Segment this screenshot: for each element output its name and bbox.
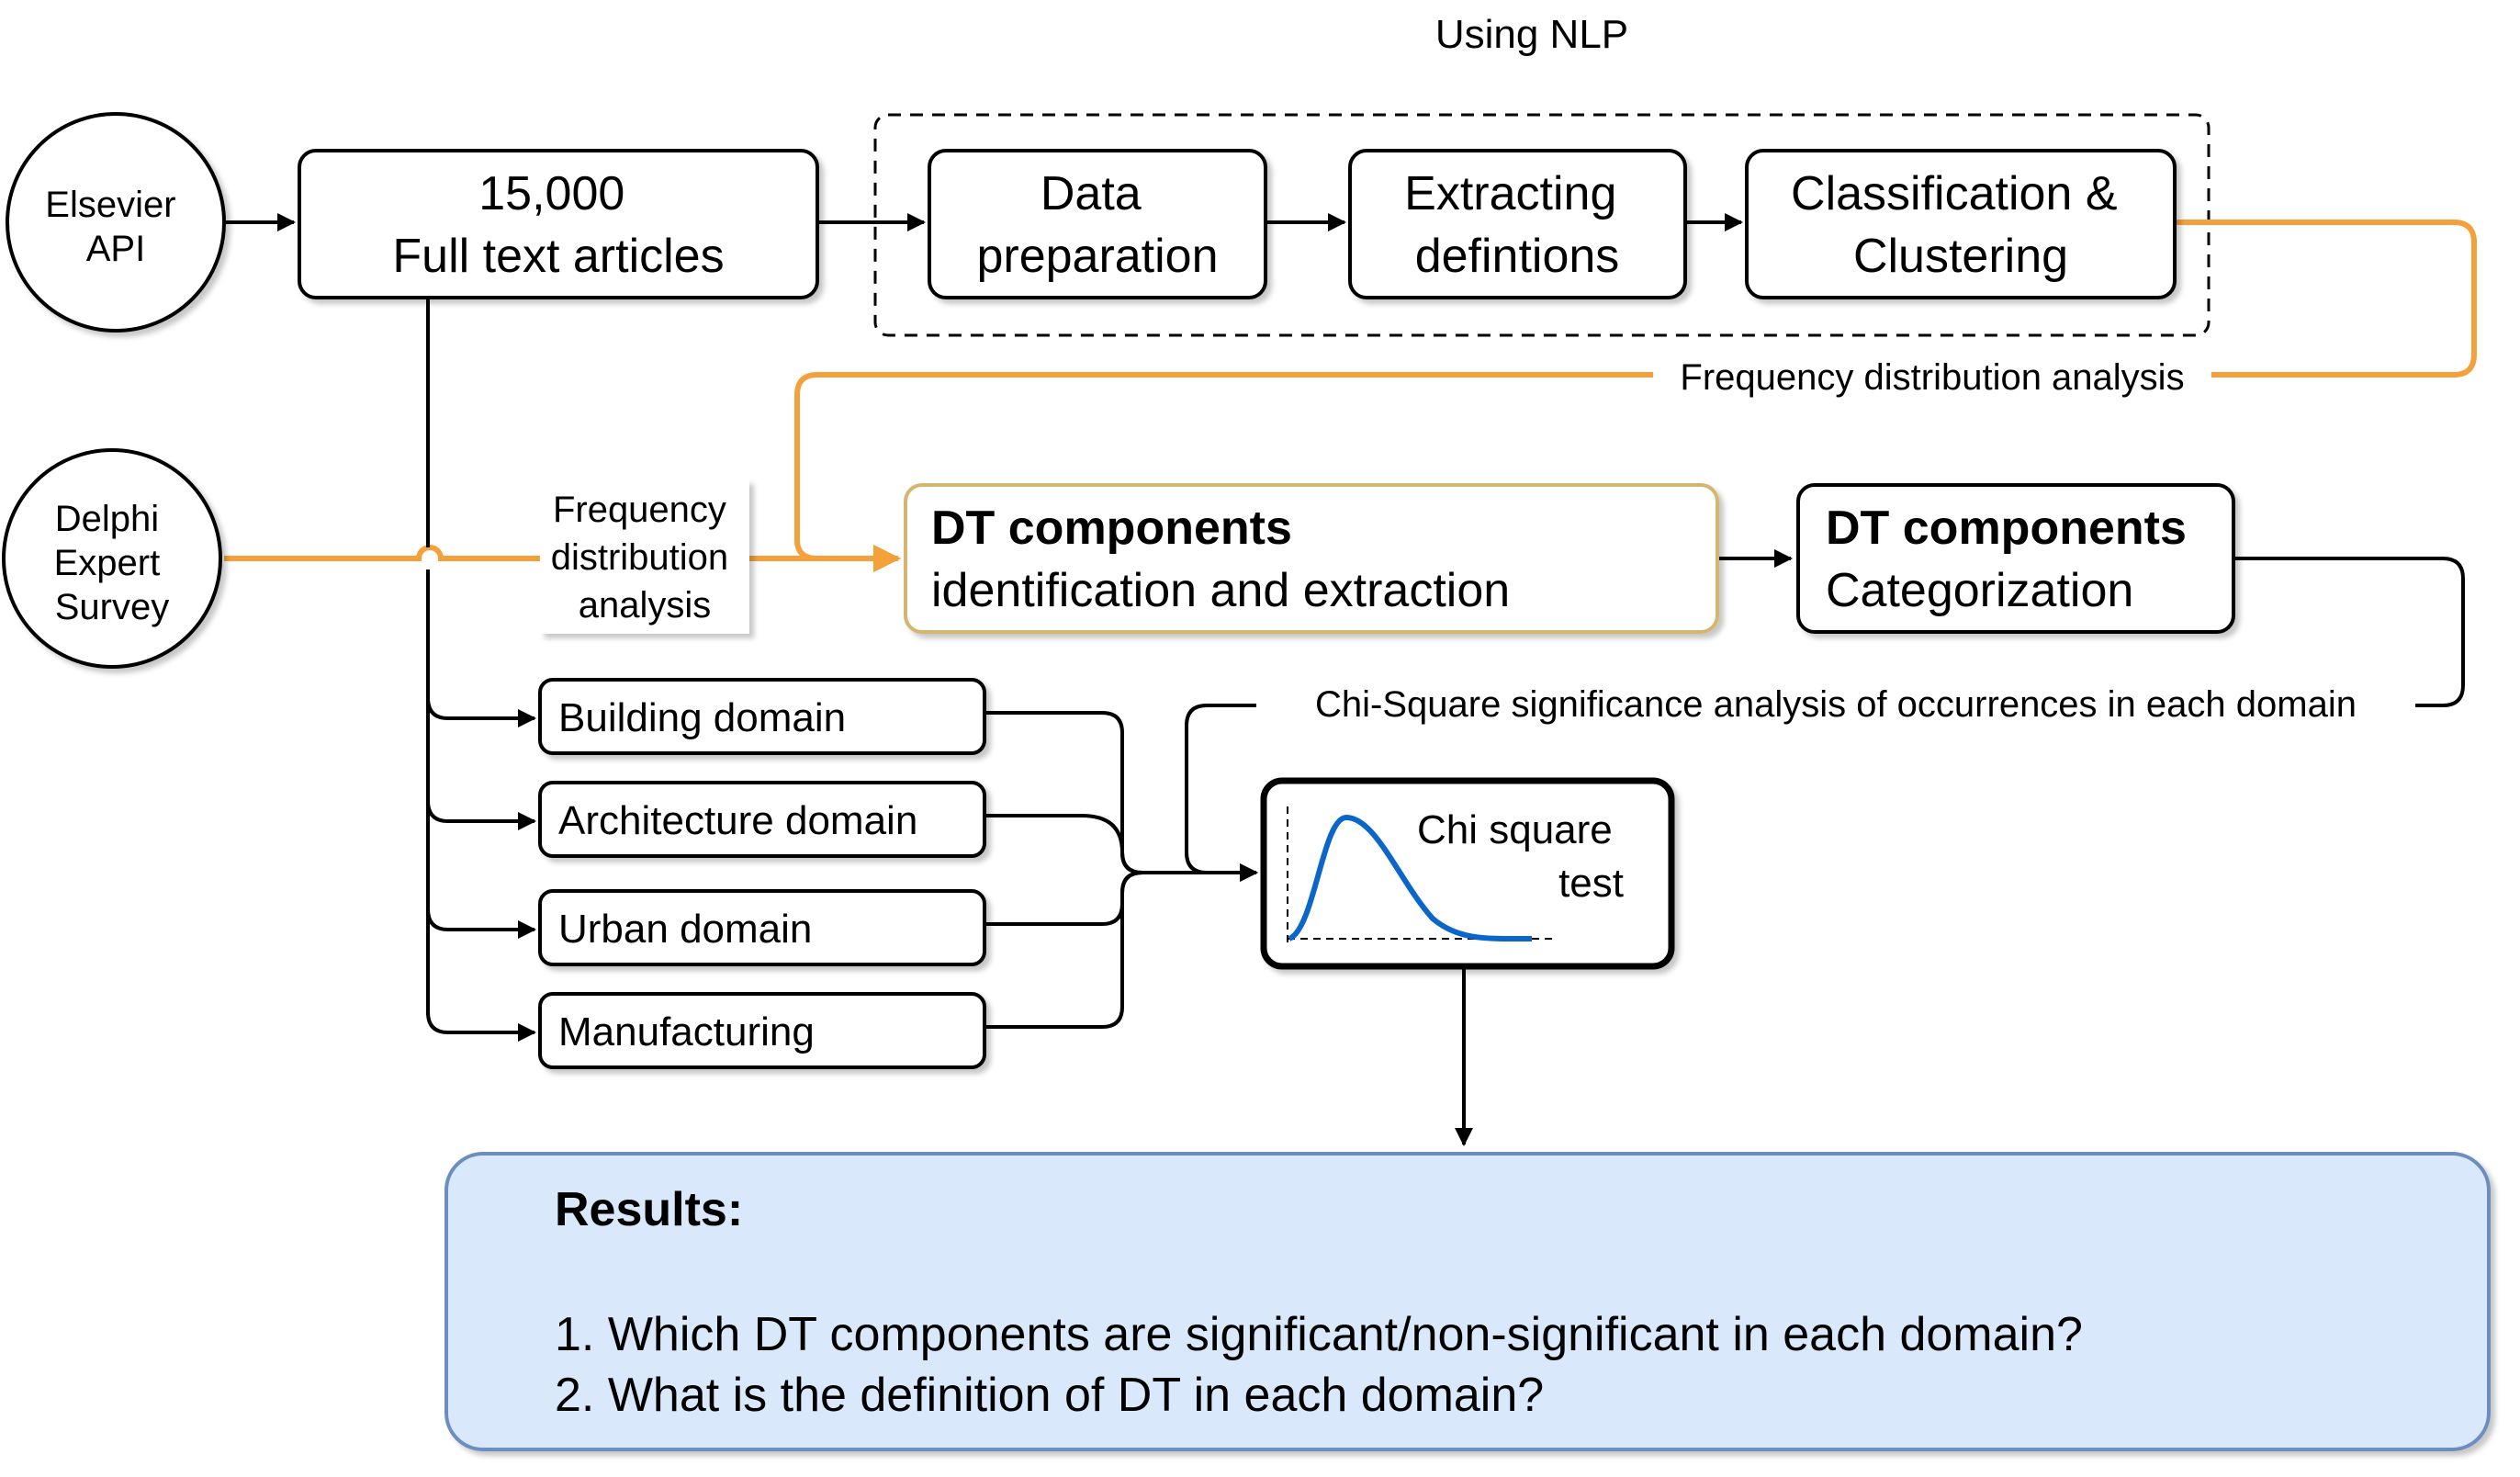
dt-categorization-node[interactable]: DT components Categorization: [1796, 483, 2235, 634]
delphi-survey-label: Delphi Expert Survey: [54, 499, 171, 627]
elsevier-api-label: Elsevier API: [45, 185, 186, 269]
edge-building-chi: [984, 711, 1143, 874]
extracting-definitions-label: Extracting defintions: [1404, 167, 1630, 283]
freq-left-label: Frequency distribution analysis: [551, 490, 739, 626]
urban-domain-label: Urban domain: [558, 907, 812, 952]
dt-identification-subtitle: identification and extraction: [931, 564, 1510, 617]
edge-urban-chi: [984, 871, 1143, 926]
results-item-2: 2. What is the definition of DT in each …: [555, 1369, 1544, 1422]
manufacturing-domain-node[interactable]: Manufacturing: [538, 992, 986, 1069]
freq-left-line-3: analysis: [579, 585, 712, 626]
urban-domain-node[interactable]: Urban domain: [538, 889, 986, 966]
building-domain-label: Building domain: [558, 695, 846, 740]
classification-clustering-node[interactable]: Classification & Clustering: [1745, 149, 2177, 299]
results-title: Results:: [555, 1183, 743, 1236]
edge-trunk-manufacturing: [426, 1011, 536, 1042]
dt-categorization-subtitle: Categorization: [1826, 564, 2133, 617]
edge-trunk-urban: [426, 908, 536, 939]
extracting-definitions-node[interactable]: Extracting defintions: [1348, 149, 1687, 299]
edge-manufacturing-chi: [984, 863, 1258, 1029]
results-item-1: 1. Which DT components are significant/n…: [555, 1308, 2083, 1361]
chi-square-curve-icon: [1288, 814, 1533, 942]
chi-square-test-label: Chi square test: [1417, 807, 1624, 906]
elsevier-api-node[interactable]: Elsevier API: [6, 112, 226, 333]
chi-label-bg: [1256, 683, 2415, 727]
chi-square-label: Chi-Square significance analysis of occu…: [1315, 684, 2357, 725]
delphi-survey-node[interactable]: Delphi Expert Survey: [2, 448, 222, 669]
articles-label: 15,000 Full text articles: [392, 167, 724, 283]
manufacturing-domain-label: Manufacturing: [558, 1009, 815, 1054]
classification-clustering-label: Classification & Clustering: [1791, 167, 2131, 283]
nlp-group-title: Using NLP: [1435, 12, 1628, 57]
edge-trunk-building: [426, 697, 536, 727]
dt-identification-node[interactable]: DT components identification and extract…: [904, 483, 1719, 634]
edge-architecture-chi: [984, 814, 1143, 874]
freq-left-line-1: Frequency: [553, 490, 726, 530]
freq-left-line-2: distribution: [551, 537, 728, 578]
data-preparation-label: Data preparation: [976, 167, 1218, 283]
dt-categorization-title: DT components: [1826, 502, 2187, 555]
building-domain-node[interactable]: Building domain: [538, 678, 986, 755]
freq-top-label: Frequency distribution analysis: [1680, 357, 2184, 398]
data-preparation-node[interactable]: Data preparation: [928, 149, 1267, 299]
results-panel: Results: 1. Which DT components are sign…: [444, 1152, 2491, 1451]
chi-square-test-node[interactable]: Chi square test: [1260, 777, 1675, 970]
dt-identification-title: DT components: [931, 502, 1292, 555]
freq-top-label-bg: [1653, 354, 2211, 398]
edge-trunk-architecture: [426, 800, 536, 830]
architecture-domain-label: Architecture domain: [558, 798, 917, 843]
articles-node[interactable]: 15,000 Full text articles: [298, 149, 819, 299]
edge-classification-dtident: [794, 220, 2477, 572]
freq-left-label-bg: [540, 479, 749, 634]
architecture-domain-node[interactable]: Architecture domain: [538, 781, 986, 858]
